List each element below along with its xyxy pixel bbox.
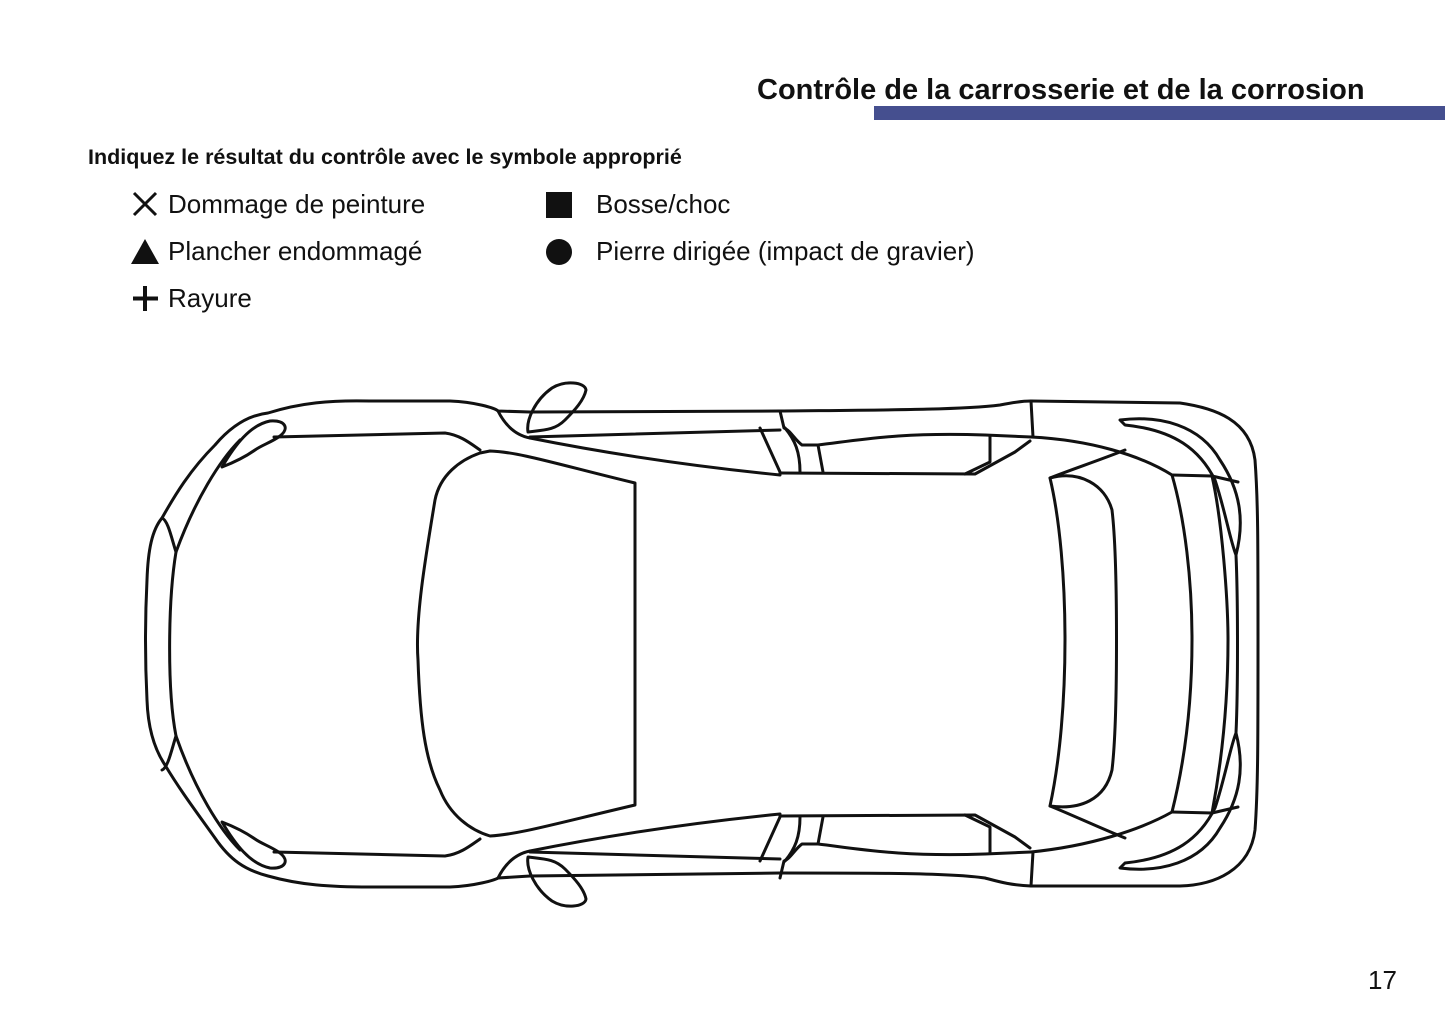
page-number: 17 <box>1368 965 1397 995</box>
windshield <box>415 449 637 838</box>
mirror-left <box>526 381 588 434</box>
car-body-outline <box>144 399 1260 889</box>
mirror-right <box>526 855 588 908</box>
section-title: Contrôle de la carrosserie et de la corr… <box>757 74 1365 106</box>
legend-item-stone-chip: Pierre dirigée (impact de gravier) <box>544 234 975 268</box>
legend-label: Dommage de peinture <box>168 189 426 219</box>
filled-circle-icon <box>544 236 574 266</box>
title-accent-bar <box>874 106 1445 120</box>
legend-label: Bosse/choc <box>596 189 731 219</box>
legend-item-paint-damage: Dommage de peinture <box>130 187 425 221</box>
rear-window <box>1048 474 1118 809</box>
plus-icon <box>130 283 160 313</box>
legend-label: Rayure <box>168 283 252 313</box>
legend-item-scratch: Rayure <box>130 281 252 315</box>
x-cross-icon <box>130 189 160 219</box>
legend-item-dent: Bosse/choc <box>544 187 730 221</box>
legend-label: Pierre dirigée (impact de gravier) <box>596 236 975 266</box>
filled-square-icon <box>544 189 574 219</box>
legend-item-floor-damage: Plancher endommagé <box>130 234 422 268</box>
instruction-text: Indiquez le résultat du contrôle avec le… <box>88 145 682 169</box>
headlight-right <box>220 820 287 870</box>
filled-triangle-icon <box>130 236 160 266</box>
legend-label: Plancher endommagé <box>168 236 423 266</box>
